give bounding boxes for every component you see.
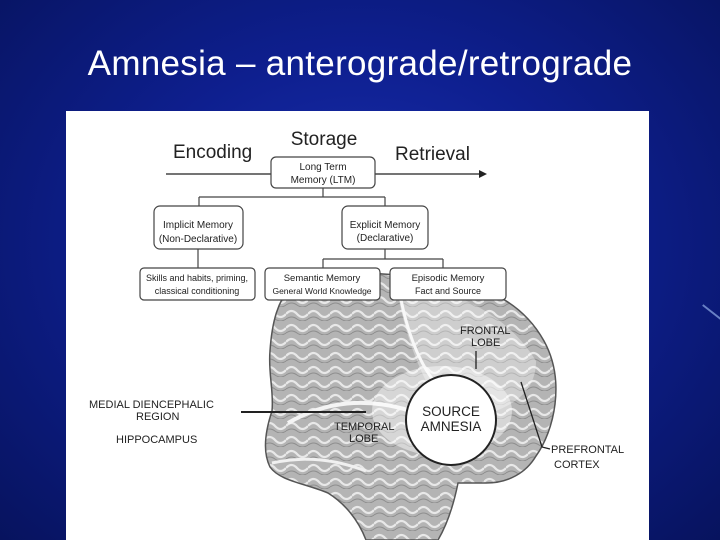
semantic-line2: General World Knowledge bbox=[272, 286, 371, 296]
source-label: SOURCE bbox=[422, 404, 480, 419]
frontal-label-1: FRONTAL bbox=[460, 325, 511, 337]
explicit-line1: Explicit Memory bbox=[350, 220, 421, 231]
retrieval-label: Retrieval bbox=[395, 144, 470, 165]
episodic-line1: Episodic Memory bbox=[412, 273, 485, 284]
episodic-box bbox=[389, 267, 507, 301]
semantic-line1: Semantic Memory bbox=[284, 273, 361, 284]
background-streak bbox=[702, 304, 720, 322]
ltm-line2: Memory (LTM) bbox=[291, 175, 356, 186]
explicit-line2: (Declarative) bbox=[357, 233, 414, 244]
prefrontal-label-1: PREFRONTAL bbox=[551, 444, 624, 456]
tree-connector-1 bbox=[198, 188, 386, 206]
lateral-sulcus bbox=[286, 400, 412, 425]
semantic-box bbox=[264, 267, 381, 301]
episodic-line2: Fact and Source bbox=[415, 286, 481, 296]
storage-label: Storage bbox=[291, 129, 358, 150]
medial-label-2: REGION bbox=[136, 411, 179, 423]
prefrontal-pointer bbox=[520, 381, 551, 450]
prefrontal-label-2: CORTEX bbox=[554, 459, 600, 471]
amnesia-label: AMNESIA bbox=[421, 419, 482, 434]
ltm-line1: Long Term bbox=[299, 162, 346, 173]
arrow-head-icon bbox=[479, 170, 487, 178]
skills-line1: Skills and habits, priming, bbox=[146, 273, 248, 283]
implicit-line1: Implicit Memory bbox=[163, 220, 233, 231]
memory-brain-diagram: Encoding Storage Retrieval Long Term Mem… bbox=[89, 129, 624, 540]
tree-connector-2 bbox=[197, 249, 444, 268]
hippocampus-label: HIPPOCAMPUS bbox=[116, 434, 197, 446]
memory-brain-figure: Encoding Storage Retrieval Long Term Mem… bbox=[66, 111, 649, 540]
medial-label-1: MEDIAL DIENCEPHALIC bbox=[89, 399, 214, 411]
skills-box bbox=[139, 267, 256, 301]
implicit-line2: (Non-Declarative) bbox=[159, 234, 237, 245]
temporal-sulcus bbox=[271, 457, 367, 473]
slide-title: Amnesia – anterograde/retrograde bbox=[87, 44, 633, 83]
frontal-label-2: LOBE bbox=[471, 337, 500, 349]
skills-line2: classical conditioning bbox=[155, 286, 240, 296]
temporal-label-2: LOBE bbox=[349, 433, 378, 445]
encoding-label: Encoding bbox=[173, 142, 252, 163]
temporal-label-1: TEMPORAL bbox=[334, 421, 395, 433]
source-amnesia-circle bbox=[405, 374, 497, 466]
